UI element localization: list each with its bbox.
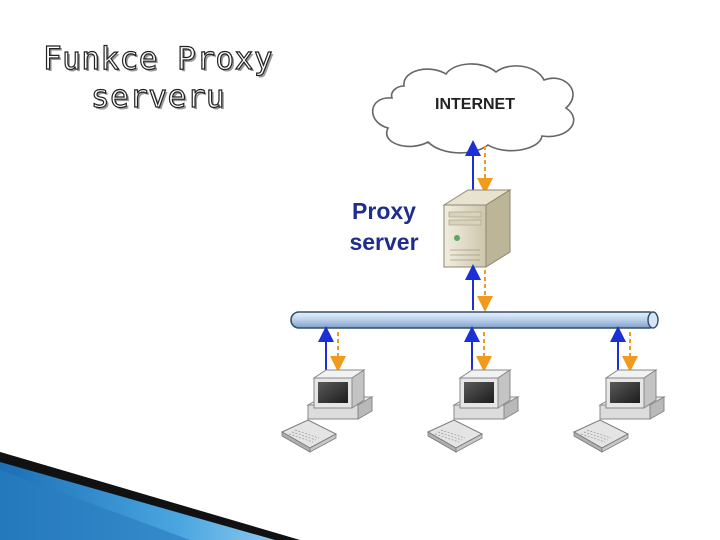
proxy-label-line-1: Proxy [352, 198, 416, 224]
desktop-computer-icon [452, 369, 520, 420]
corner-decoration [0, 452, 300, 540]
keyboard-icon [426, 419, 484, 453]
desktop-computer-icon [598, 369, 666, 420]
cloud-icon [371, 63, 575, 154]
keyboard-icon [572, 419, 630, 453]
client-computer-1 [280, 326, 374, 453]
client-computer-3 [572, 326, 666, 453]
keyboard-icon [280, 419, 338, 453]
server-tower-icon [442, 189, 512, 268]
clients-layer [280, 326, 666, 453]
internet-cloud: INTERNET [371, 63, 575, 154]
proxy-label-line-2: server [349, 229, 418, 255]
internet-label: INTERNET [435, 96, 515, 113]
network-bus [290, 311, 659, 329]
decoration-dark-wedge [0, 452, 300, 540]
desktop-computer-icon [306, 369, 374, 420]
decoration-blue-wedge-2 [0, 470, 190, 540]
slide-title-line-1: Funkce Proxy [42, 40, 273, 77]
client-computer-2 [426, 326, 520, 453]
slide-title-line-2: serveru [90, 78, 226, 115]
slide-title: Funkce Proxy serveru [28, 40, 288, 116]
